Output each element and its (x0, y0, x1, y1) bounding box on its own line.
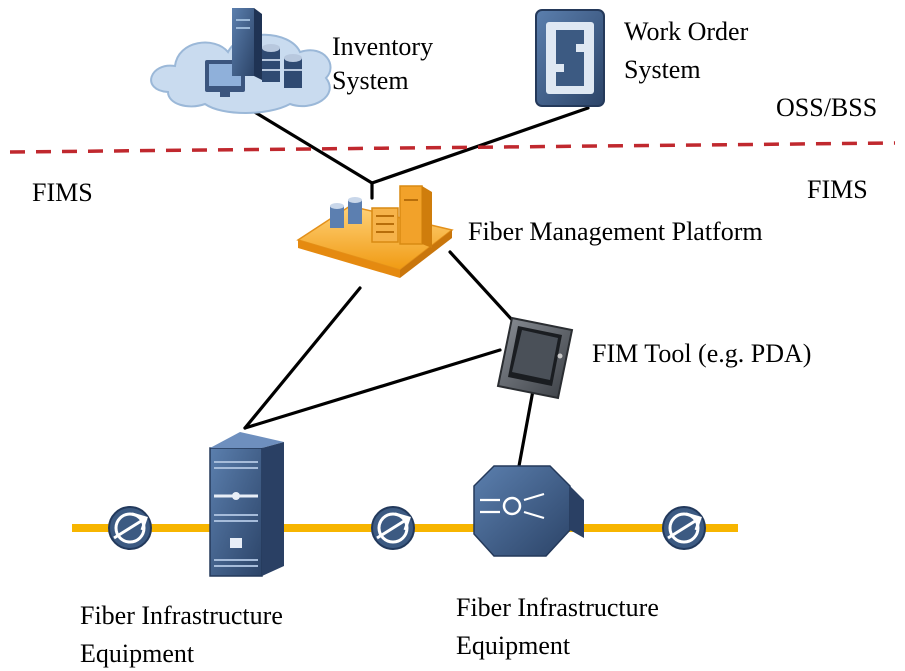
workorder-label-line2: System (624, 55, 701, 84)
inventory-label-line2: System (332, 66, 409, 95)
splitter-box-icon (473, 465, 584, 557)
fiber-connector-icon-3 (662, 506, 706, 550)
server-cloud-icon (150, 8, 332, 114)
link-pda-to-splitter (517, 383, 536, 468)
work-order-cabinet-icon (535, 9, 605, 107)
fim-tool-label: FIM Tool (e.g. PDA) (592, 339, 811, 368)
platform-label: Fiber Management Platform (468, 217, 763, 246)
equipment-rack-icon (209, 432, 284, 577)
link-platform-to-rack (243, 286, 362, 430)
oss-bss-boundary-line (9, 141, 896, 154)
workorder-label-line1: Work Order (624, 17, 749, 46)
fiber-connector-icon-2 (371, 506, 415, 550)
fie-label-2-line2: Equipment (456, 631, 571, 660)
fie-label-2-line1: Fiber Infrastructure (456, 593, 659, 622)
inventory-label-line1: Inventory (332, 32, 433, 61)
oss-bss-label: OSS/BSS (776, 93, 877, 122)
fie-label-1-line1: Fiber Infrastructure (80, 601, 283, 630)
fiber-connector-icon-1 (108, 506, 152, 550)
link-pda-to-rack (243, 348, 502, 430)
fims-label-right: FIMS (807, 175, 868, 204)
platform-servers-icon (296, 185, 454, 278)
link-platform-to-pda (448, 250, 516, 324)
link-inventory-to-junction (246, 106, 374, 185)
pda-tablet-icon (496, 316, 574, 400)
fie-label-1-line2: Equipment (80, 639, 195, 668)
fims-label-left: FIMS (32, 178, 93, 207)
